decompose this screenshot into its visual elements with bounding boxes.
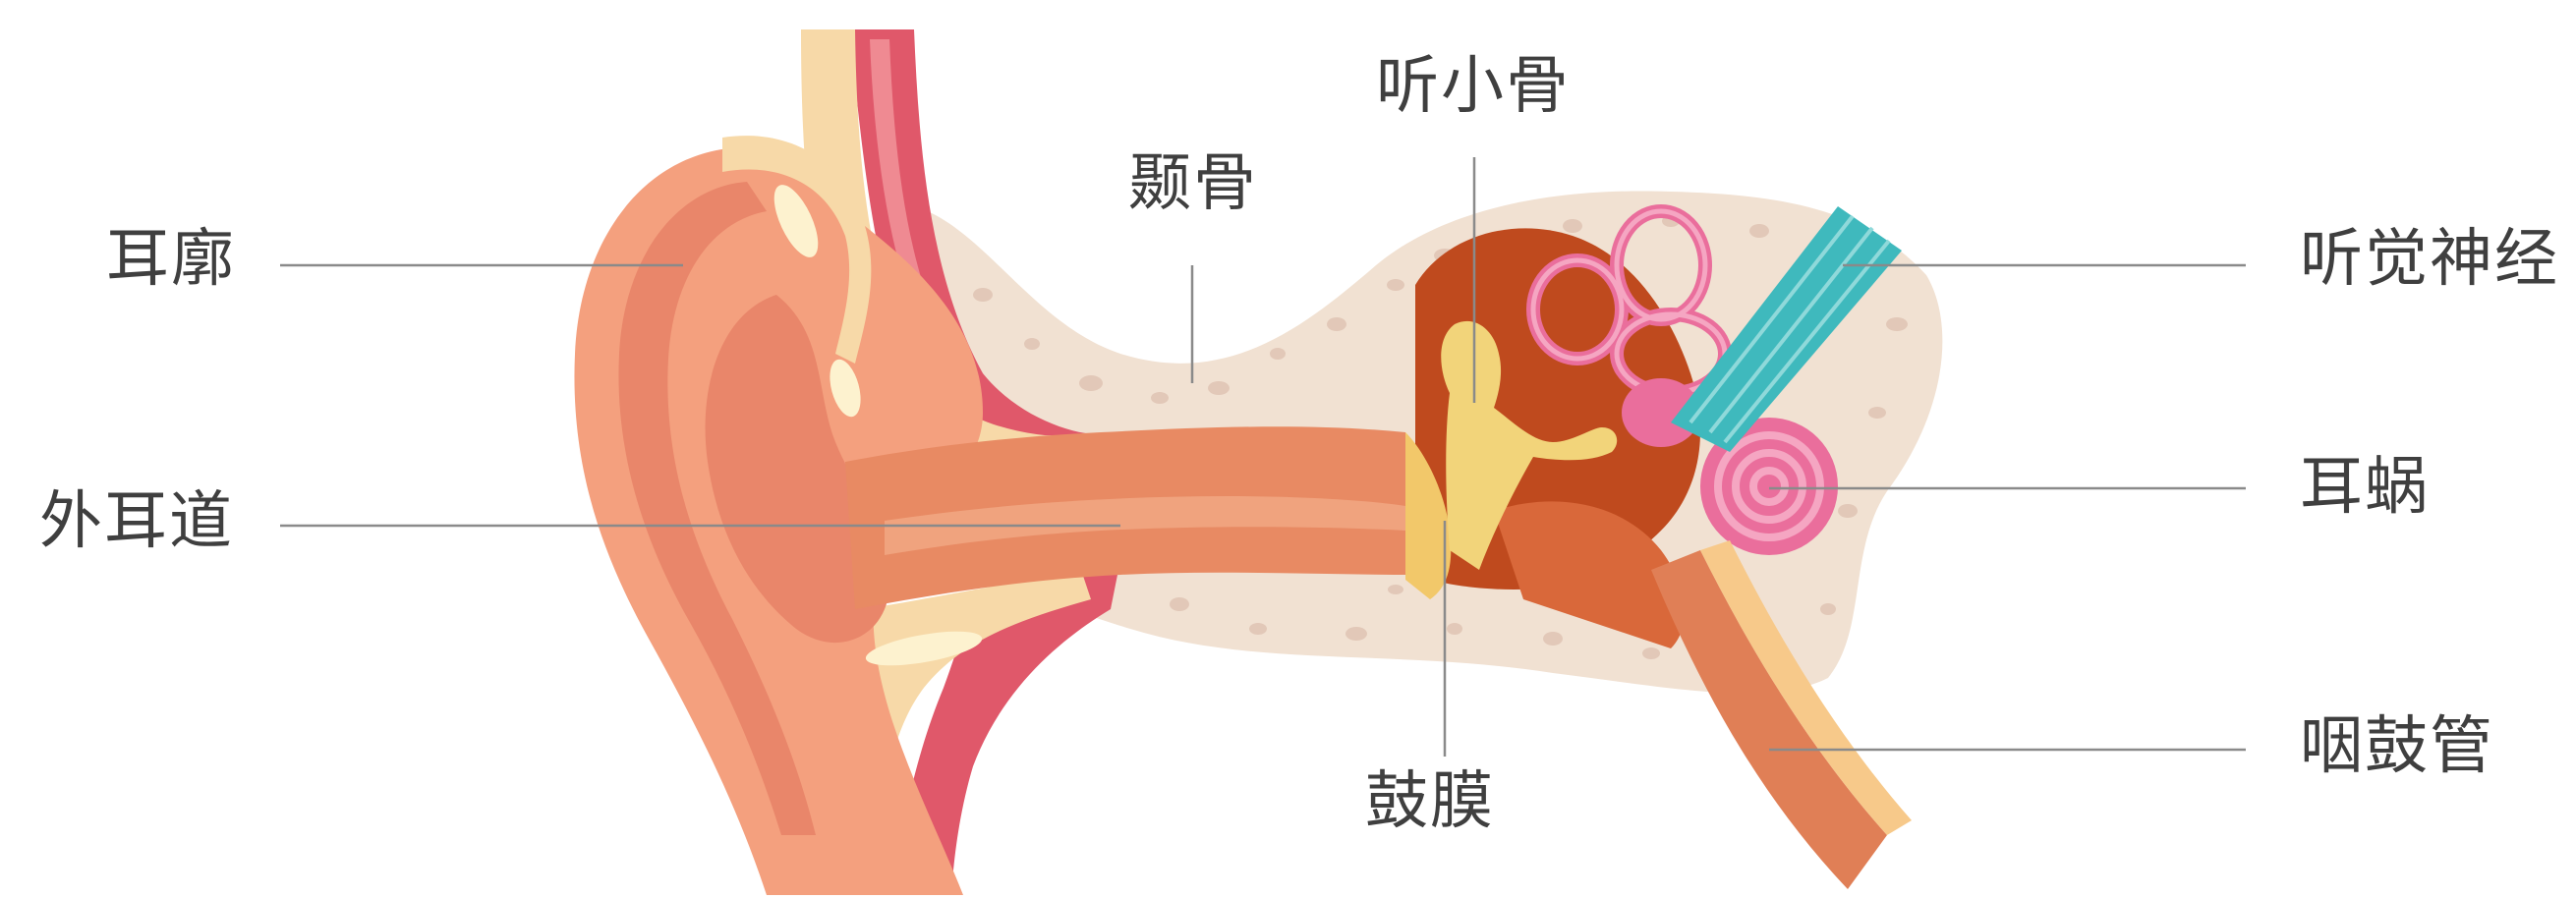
label-ossicles: 听小骨 (1376, 55, 1571, 118)
label-eardrum: 鼓膜 (1365, 770, 1495, 833)
label-auditory-nerve: 听觉神经 (2300, 228, 2559, 291)
label-auricle: 耳廓 (106, 228, 236, 291)
label-eustachian-tube: 咽鼓管 (2300, 715, 2494, 778)
label-cochlea: 耳蜗 (2300, 456, 2430, 519)
label-ear-canal: 外耳道 (39, 490, 234, 553)
label-temporal-bone: 颞骨 (1128, 152, 1258, 215)
